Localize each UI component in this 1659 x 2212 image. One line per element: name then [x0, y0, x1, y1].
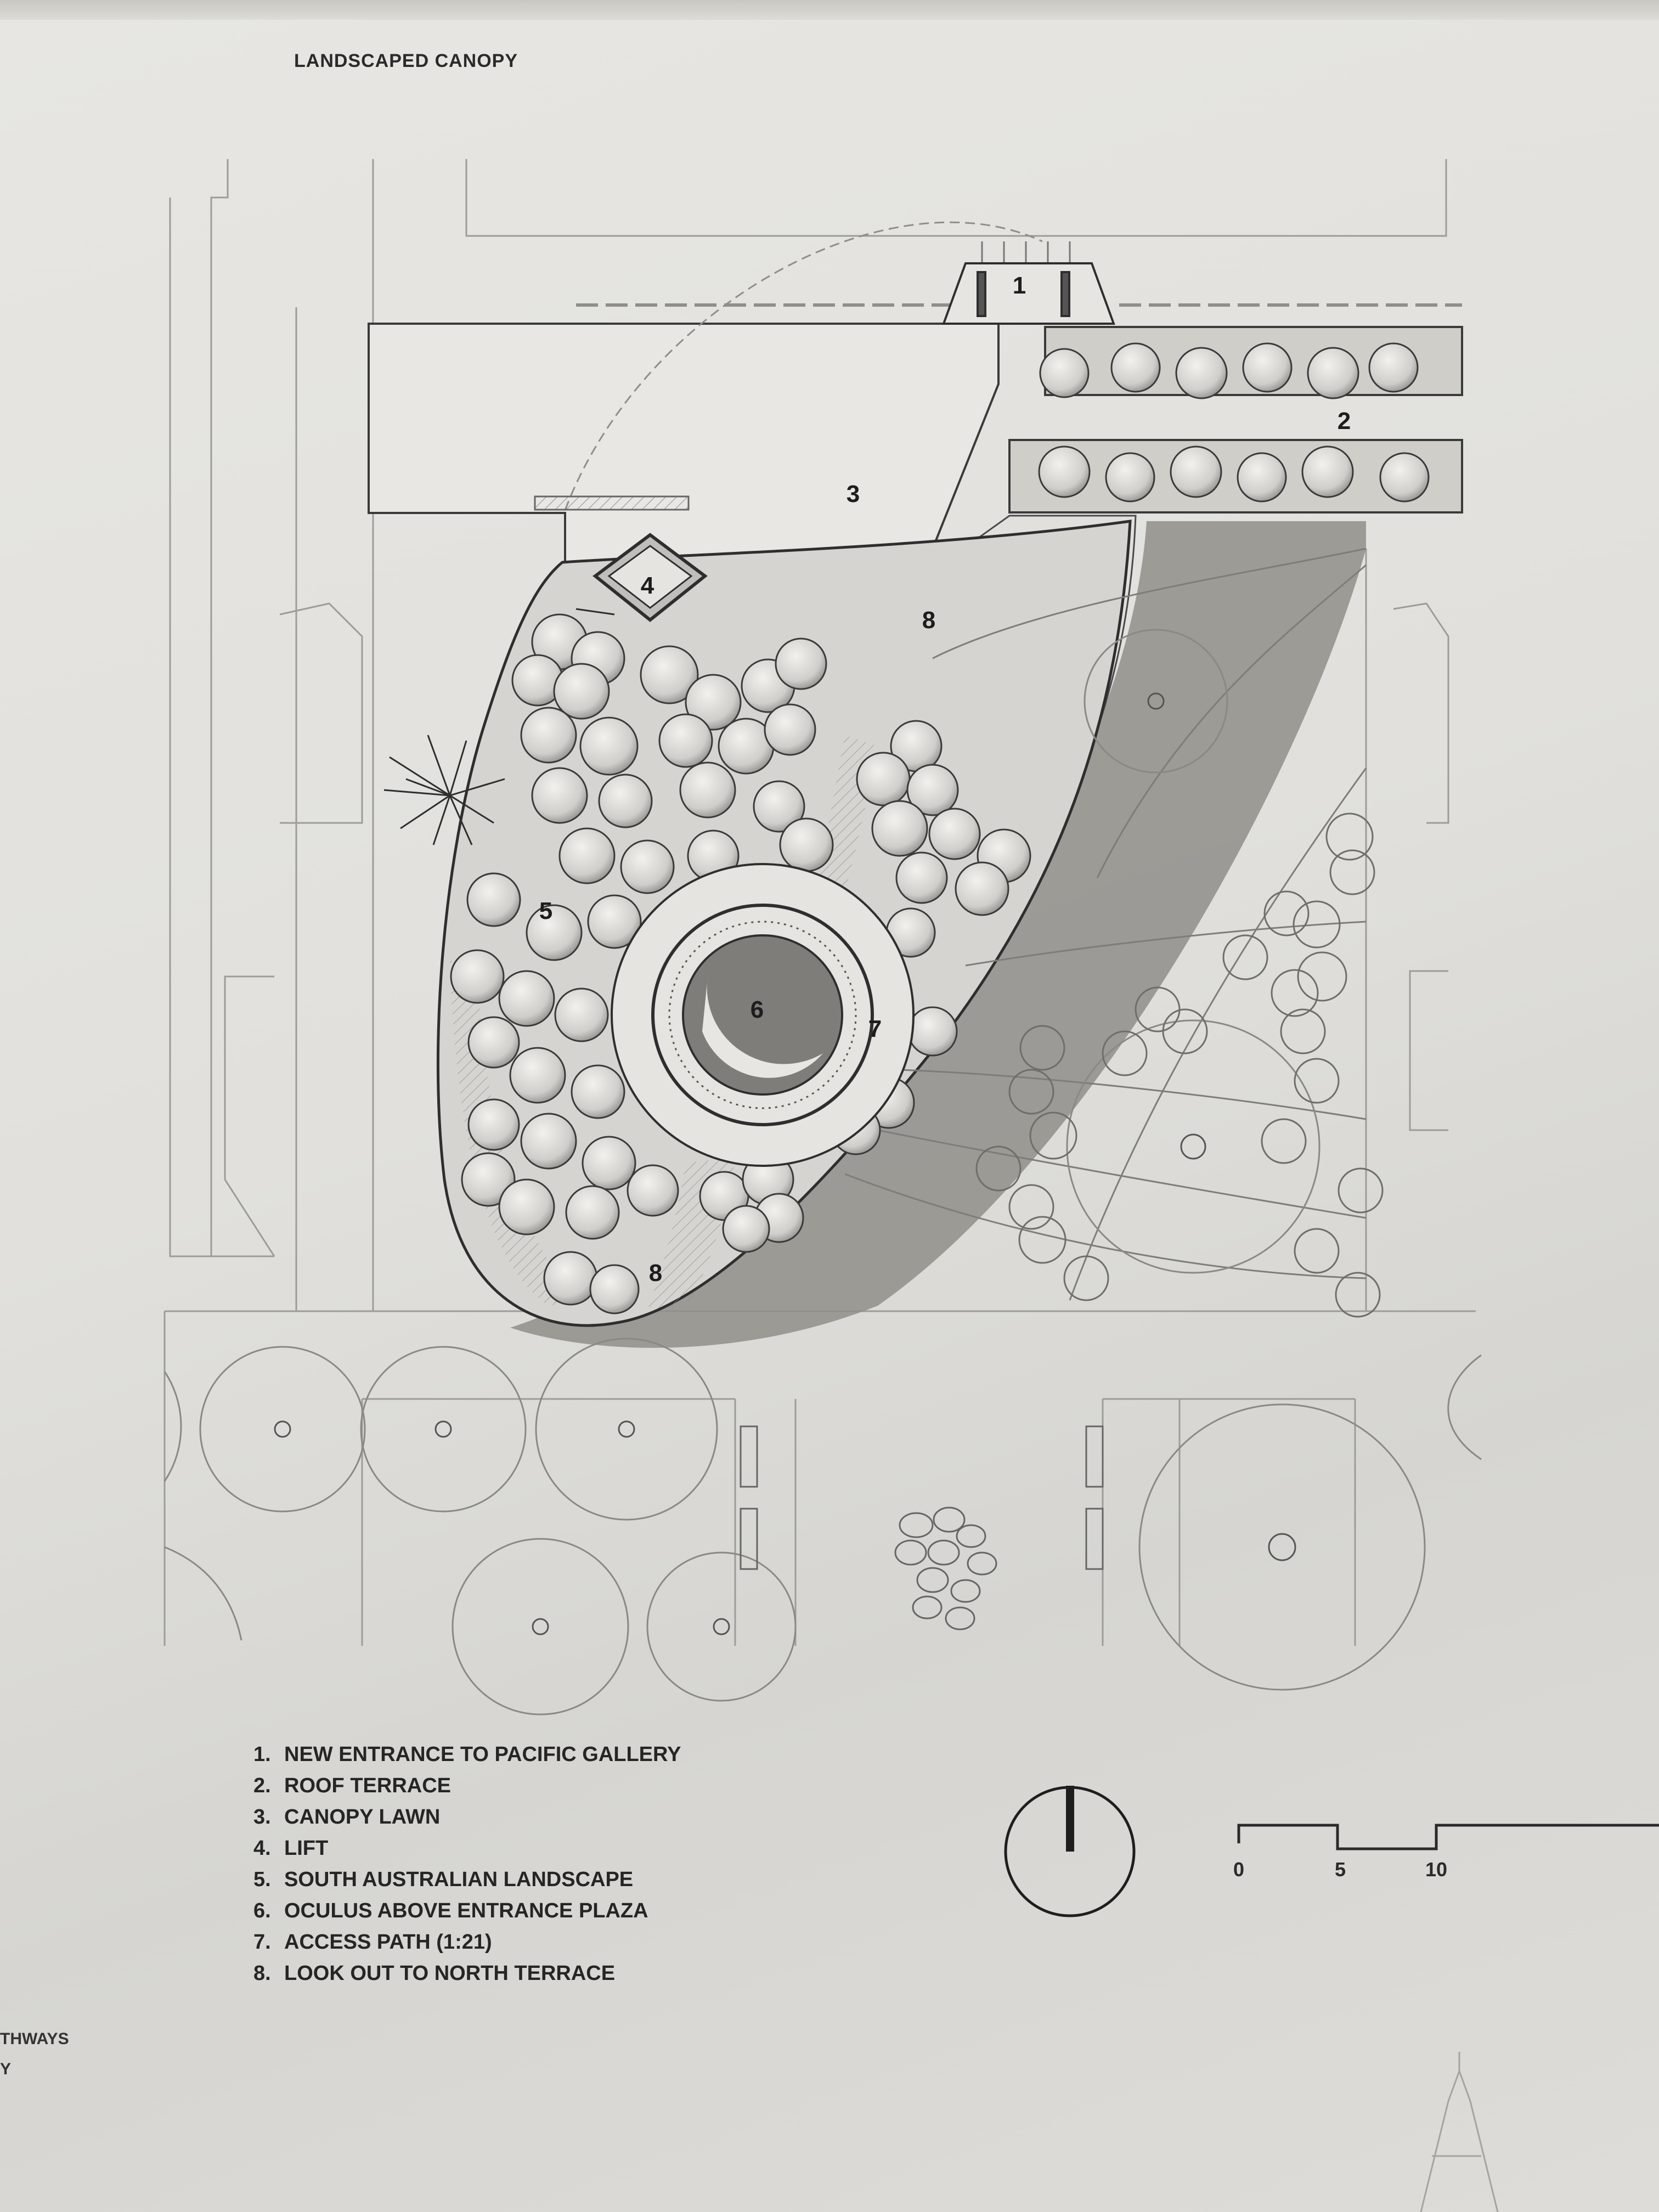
- drawing-title: LANDSCAPED CANOPY: [294, 50, 518, 71]
- legend-item: 4.LIFT: [253, 1837, 329, 1860]
- scale-tick-10: 10: [1425, 1858, 1447, 1881]
- legend: 1.NEW ENTRANCE TO PACIFIC GALLERY 2.ROOF…: [253, 1739, 681, 1989]
- canopy-shadow: [510, 521, 1366, 1348]
- plan-label-1: 1: [1013, 272, 1026, 299]
- north-arrow: [1004, 1786, 1136, 1917]
- scale-tick-0: 0: [1233, 1858, 1244, 1881]
- legend-item: 2.ROOF TERRACE: [253, 1774, 451, 1797]
- stepping-stones: [894, 1506, 997, 1630]
- scale-bar: [1237, 1824, 1659, 1850]
- legend-item: 3.CANOPY LAWN: [253, 1805, 441, 1829]
- palm-tree-icon: [383, 735, 505, 845]
- plan-label-8-south: 8: [649, 1260, 662, 1286]
- plan-label-3: 3: [847, 481, 860, 507]
- oculus: [611, 863, 915, 1167]
- street-tree-canopies: [163, 629, 1482, 1716]
- scale-tick-5: 5: [1335, 1858, 1346, 1881]
- plan-label-4: 4: [641, 572, 654, 599]
- plan-label-8-north: 8: [922, 607, 935, 634]
- plan-label-7: 7: [868, 1015, 882, 1042]
- tree-cluster-south-australian: [450, 613, 834, 1314]
- plan-label-6: 6: [751, 996, 764, 1023]
- legend-item: 5.SOUTH AUSTRALIAN LANDSCAPE: [253, 1868, 634, 1891]
- plan-label-5: 5: [539, 898, 552, 924]
- spire-sketch: [1420, 2052, 1499, 2212]
- edge-text-fragment: THWAYS: [0, 2030, 69, 2048]
- right-tree-group: [975, 812, 1384, 1318]
- tree-trunk-markers: [274, 692, 1296, 1635]
- entrance-structure: [942, 241, 1115, 325]
- legend-item: 8.LOOK OUT TO NORTH TERRACE: [253, 1962, 616, 1985]
- legend-item: 6.OCULUS ABOVE ENTRANCE PLAZA: [253, 1899, 648, 1922]
- lift: [575, 533, 708, 622]
- canopy-arc: [564, 221, 1043, 511]
- background-strip: [0, 0, 1659, 20]
- legend-item: 7.ACCESS PATH (1:21): [253, 1931, 492, 1954]
- plan-label-2: 2: [1338, 408, 1351, 435]
- edge-text-fragment: Y: [0, 2060, 12, 2078]
- circulation-arcs: [844, 548, 1367, 1301]
- benches: [534, 495, 1104, 1570]
- legend-item: 1.NEW ENTRANCE TO PACIFIC GALLERY: [253, 1743, 681, 1766]
